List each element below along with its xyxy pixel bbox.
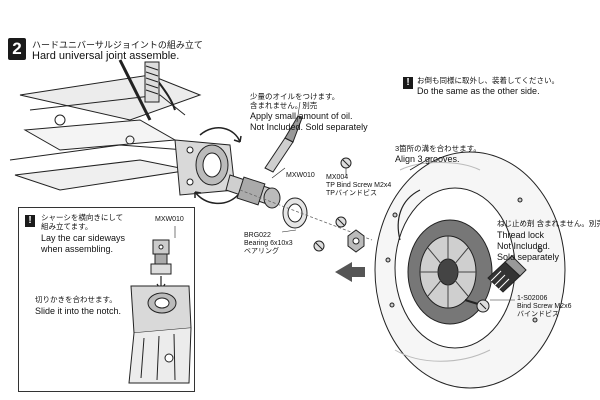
part-jp-brg022: ベアリング [244,248,279,255]
thread-lock-jp: ねじ止め剤 含まれません。別売 [497,219,600,228]
part-code-mx004: MX004 [326,174,349,181]
wheel-screw-icon [464,299,490,313]
part-code-brg022: BRG022 [244,232,271,239]
thread-lock-not-included: Not Included. [497,241,551,251]
guide-line [239,189,373,241]
universal-joint [225,174,281,209]
push-arrow-icon [335,262,365,282]
oil-note-jp: 少量のオイルをつけます。 [250,92,340,101]
part-name-mx004: TP Bind Screw M2x4 [326,182,392,189]
sideways-note-jp-2: 組み立てます。 [41,222,93,231]
sideways-note-2: when assembling. [41,244,114,254]
part-label-mxw010: MXW010 [286,172,315,179]
sideways-note-jp-1: シャーシを横向きにして [41,213,124,222]
thread-lock-label: Thread lock [497,230,545,240]
oil-sold-jp: 含まれません。別売 [250,101,318,110]
grooves-note-jp: 3箇所の溝を合わせます。 [395,144,481,153]
part-name-brg022: Bearing 6x10x3 [244,240,293,247]
grooves-note: Align 3 grooves. [395,154,460,164]
other-side-note: Do the same as the other side. [417,86,540,96]
leader-lines [271,101,515,301]
hex-adapter [347,229,365,253]
screw-icon [313,157,352,252]
notch-note: Slide it into the notch. [35,306,122,316]
warning-icon: ! [403,77,413,89]
thread-lock-bottle-icon [487,255,527,293]
part-jp-mx004: TPバインドビス [326,190,377,197]
other-side-note-jp: お倒も同様に取外し、装着してください。 [417,76,560,85]
wheel-icon [374,151,566,389]
step-title-jp: ハードユニバーサルジョイントの組み立て [32,40,203,50]
inset-part-label: MXW010 [155,216,184,223]
inset-panel: ! シャーシを横向きにして 組み立てます。 Lay the car sidewa… [18,207,195,392]
oil-note: Apply small amount of oil. [250,111,353,121]
step-number-badge: 2 [8,38,26,60]
notch-note-jp: 切りかきを合わせます。 [35,295,117,304]
thread-lock-sold-separately: Sold separately [497,252,560,262]
chassis-drawing [9,59,202,191]
part-jp-s02006: バインドビス [517,311,559,318]
hub-carrier [174,139,236,196]
arrow-icon [194,127,242,204]
part-code-s02006: 1-S02006 [517,295,548,302]
oil-sold-note: Not Included. Sold separately [250,122,368,132]
step-title: Hard universal joint assemble. [32,50,180,62]
inset-illustration [128,226,192,384]
grooves-leader [409,157,431,171]
bearing-icon [282,197,308,229]
sideways-note-1: Lay the car sideways [41,233,126,243]
rotate-arrow-icon [397,189,421,241]
oil-bottle-icon [264,115,303,173]
part-name-s02006: Bind Screw M2x6 [517,303,572,310]
warning-icon: ! [25,215,35,227]
